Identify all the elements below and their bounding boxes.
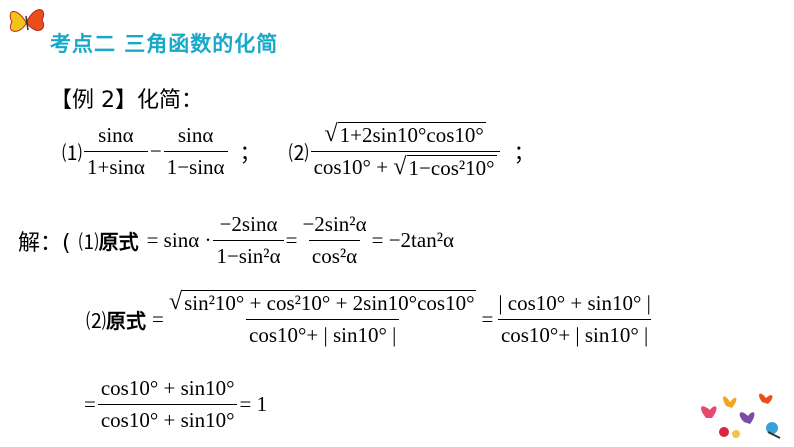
fraction-numerator: −2sinα xyxy=(219,212,278,236)
butterflies-flowers-icon xyxy=(701,393,781,439)
solution-line-3: = cos10° + sin10° cos10° + sin10° = 1 xyxy=(84,376,267,433)
example-heading: 【例 2】化简： xyxy=(50,88,203,113)
result: = 1 xyxy=(239,392,268,416)
fraction-numerator: cos10° + sin10° xyxy=(100,376,235,400)
fraction-numerator: | cos10° + sin10° | xyxy=(498,290,651,315)
solution-line-1: 解：( ⑴ 原式 = sinα · −2sinα 1−sin²α = −2sin… xyxy=(18,212,454,269)
problem-2-fraction: √1+2sin10°cos10° cos10° + √1−cos²10° xyxy=(310,120,500,181)
section-title: 考点二 三角函数的化简 xyxy=(50,32,279,56)
solution-3-fraction: cos10° + sin10° cos10° + sin10° xyxy=(97,376,238,433)
minus-sign: − xyxy=(149,139,162,163)
sqrt: √1+2sin10°cos10° xyxy=(324,120,486,147)
fraction-numerator: sinα xyxy=(98,123,134,147)
problem-1-fraction-1: sinα 1+sinα xyxy=(84,123,148,180)
solution-1-fraction-2: −2sin²α cos²α xyxy=(299,212,369,269)
equals-sign: = xyxy=(152,306,164,331)
solution-head: 解：( xyxy=(18,230,71,256)
fraction-denominator: 1−sin²α xyxy=(213,240,284,269)
solution-2-label: ⑵ xyxy=(86,310,106,333)
equals-sign: = xyxy=(481,306,494,331)
solution-2-fraction-2: | cos10° + sin10° | cos10°+ | sin10° | xyxy=(495,291,654,348)
solution-2-fraction-1: √sin²10° + cos²10° + 2sin10°cos10° cos10… xyxy=(166,288,480,348)
fraction-denominator: 1−sinα xyxy=(163,151,228,180)
solution-1-fraction-1: −2sinα 1−sin²α xyxy=(213,212,284,269)
problem-1-label: ⑴ xyxy=(62,143,82,165)
problem-row: ⑴ sinα 1+sinα − sinα 1−sinα ； ⑵ √1+2sin1… xyxy=(62,120,535,181)
separator: ； xyxy=(513,140,535,165)
original-expression-label: 原式 xyxy=(98,230,139,254)
fraction-numerator: √sin²10° + cos²10° + 2sin10°cos10° xyxy=(166,288,480,319)
fraction-numerator: sinα xyxy=(177,123,214,147)
sqrt: √sin²10° + cos²10° + 2sin10°cos10° xyxy=(168,288,477,315)
fraction-denominator: cos10° + √1−cos²10° xyxy=(310,151,500,181)
result: = −2tan²α xyxy=(371,228,454,252)
separator: ； xyxy=(239,140,261,165)
butterfly-icon xyxy=(9,9,44,32)
fraction-numerator: −2sin²α xyxy=(302,212,367,236)
fraction-denominator: cos10°+ | sin10° | xyxy=(246,319,400,348)
fraction-numerator: √1+2sin10°cos10° xyxy=(321,120,488,151)
equals-sign: = xyxy=(84,392,96,416)
fraction-denominator: cos²α xyxy=(308,240,361,269)
problem-2-label: ⑵ xyxy=(288,143,309,165)
problem-1-fraction-2: sinα 1−sinα xyxy=(163,123,228,180)
solution-line-2: ⑵ 原式 = √sin²10° + cos²10° + 2sin10°cos10… xyxy=(86,288,656,348)
equals-sign: = sinα · xyxy=(146,228,212,252)
fraction-denominator: 1+sinα xyxy=(84,151,148,180)
original-expression-label: 原式 xyxy=(106,308,146,333)
fraction-denominator: cos10°+ | sin10° | xyxy=(497,318,652,348)
fraction-denominator: cos10° + sin10° xyxy=(97,404,238,433)
sqrt: √1−cos²10° xyxy=(393,153,497,180)
equals-sign: = xyxy=(285,228,298,252)
solution-1-label: ⑴ xyxy=(78,232,99,254)
